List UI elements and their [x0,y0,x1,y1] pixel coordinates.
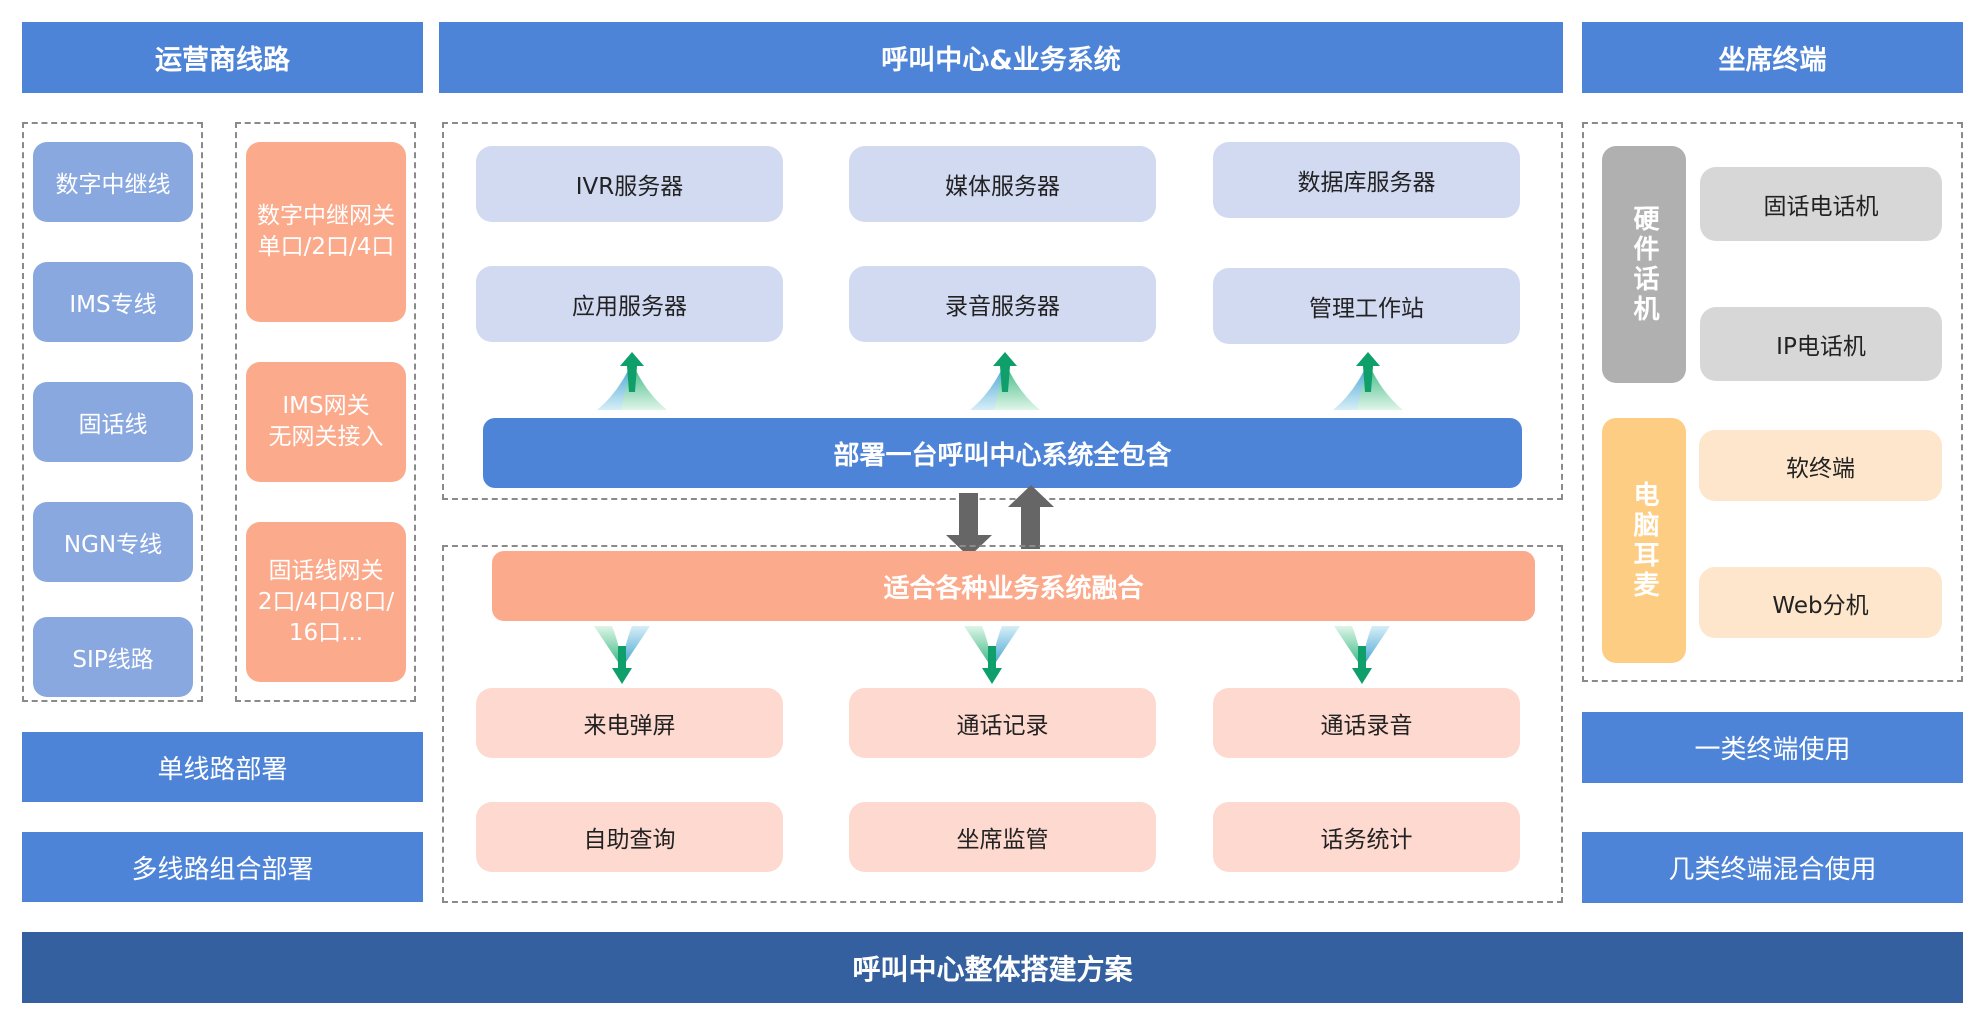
down-arrow-icon [964,626,1020,684]
line-digital-trunk: 数字中继线 [33,142,193,222]
up-arrow-icon [1333,352,1403,410]
header-carrier-lines: 运营商线路 [22,22,423,93]
gateway-fixed-line-ports-more: 16口... [288,619,364,646]
gateway-group [235,122,416,702]
pc-headset-label: 电脑耳麦 [1602,418,1686,663]
management-workstation: 管理工作站 [1213,268,1520,344]
overall-solution-footer: 呼叫中心整体搭建方案 [22,932,1963,1003]
server-recording: 录音服务器 [849,266,1156,342]
agent-terminal-group [1582,122,1963,682]
server-ivr: IVR服务器 [476,146,783,222]
hardware-phone-label: 硬件话机 [1602,146,1686,383]
line-ims: IMS专线 [33,262,193,342]
up-arrow-icon [597,352,667,410]
down-arrow-icon [946,493,992,557]
business-integration-bar: 适合各种业务系统融合 [492,551,1535,621]
gateway-fixed-line-title: 固话线网关 [268,557,384,584]
multi-line-deploy: 多线路组合部署 [22,832,423,902]
line-ngn: NGN专线 [33,502,193,582]
up-arrow-icon [1008,485,1054,549]
gateway-ims: IMS网关 无网关接入 [246,362,406,482]
gateway-digital-trunk: 数字中继网关 单口/2口/4口 [246,142,406,322]
header-agent-terminal: 坐席终端 [1582,22,1963,93]
mixed-terminal-usage: 几类终端混合使用 [1582,832,1963,903]
terminal-web-extension: Web分机 [1699,567,1942,638]
function-caller-popup: 来电弹屏 [476,688,783,758]
gateway-fixed-line-ports: 2口/4口/8口/ [257,588,395,615]
deploy-all-in-one-bar: 部署一台呼叫中心系统全包含 [483,418,1522,488]
up-arrow-icon [970,352,1040,410]
pc-headset-label-text: 电脑耳麦 [1629,480,1659,601]
down-arrow-icon [594,626,650,684]
business-function-group [442,545,1563,903]
server-group [442,122,1563,500]
terminal-ip-phone: IP电话机 [1700,307,1942,381]
function-call-recording: 通话录音 [1213,688,1520,758]
down-arrow-icon [1334,626,1390,684]
gateway-ims-title: IMS网关 [282,393,370,419]
terminal-softphone: 软终端 [1699,430,1942,501]
server-application: 应用服务器 [476,266,783,342]
server-media: 媒体服务器 [849,146,1156,222]
function-self-service: 自助查询 [476,802,783,872]
carrier-lines-group [22,122,203,702]
single-line-deploy: 单线路部署 [22,732,423,802]
function-traffic-statistics: 话务统计 [1213,802,1520,872]
function-agent-monitoring: 坐席监管 [849,802,1156,872]
gateway-digital-trunk-title: 数字中继网关 [257,203,395,229]
server-database: 数据库服务器 [1213,142,1520,218]
gateway-ims-desc: 无网关接入 [268,424,384,450]
terminal-fixed-phone: 固话电话机 [1700,167,1942,241]
gateway-fixed-line: 固话线网关 2口/4口/8口/ 16口... [246,522,406,682]
hardware-phone-label-text: 硬件话机 [1629,204,1659,325]
header-call-center: 呼叫中心&业务系统 [439,22,1563,93]
gateway-digital-trunk-ports: 单口/2口/4口 [257,234,395,260]
line-sip: SIP线路 [33,617,193,697]
function-call-records: 通话记录 [849,688,1156,758]
line-fixed: 固话线 [33,382,193,462]
single-terminal-usage: 一类终端使用 [1582,712,1963,783]
